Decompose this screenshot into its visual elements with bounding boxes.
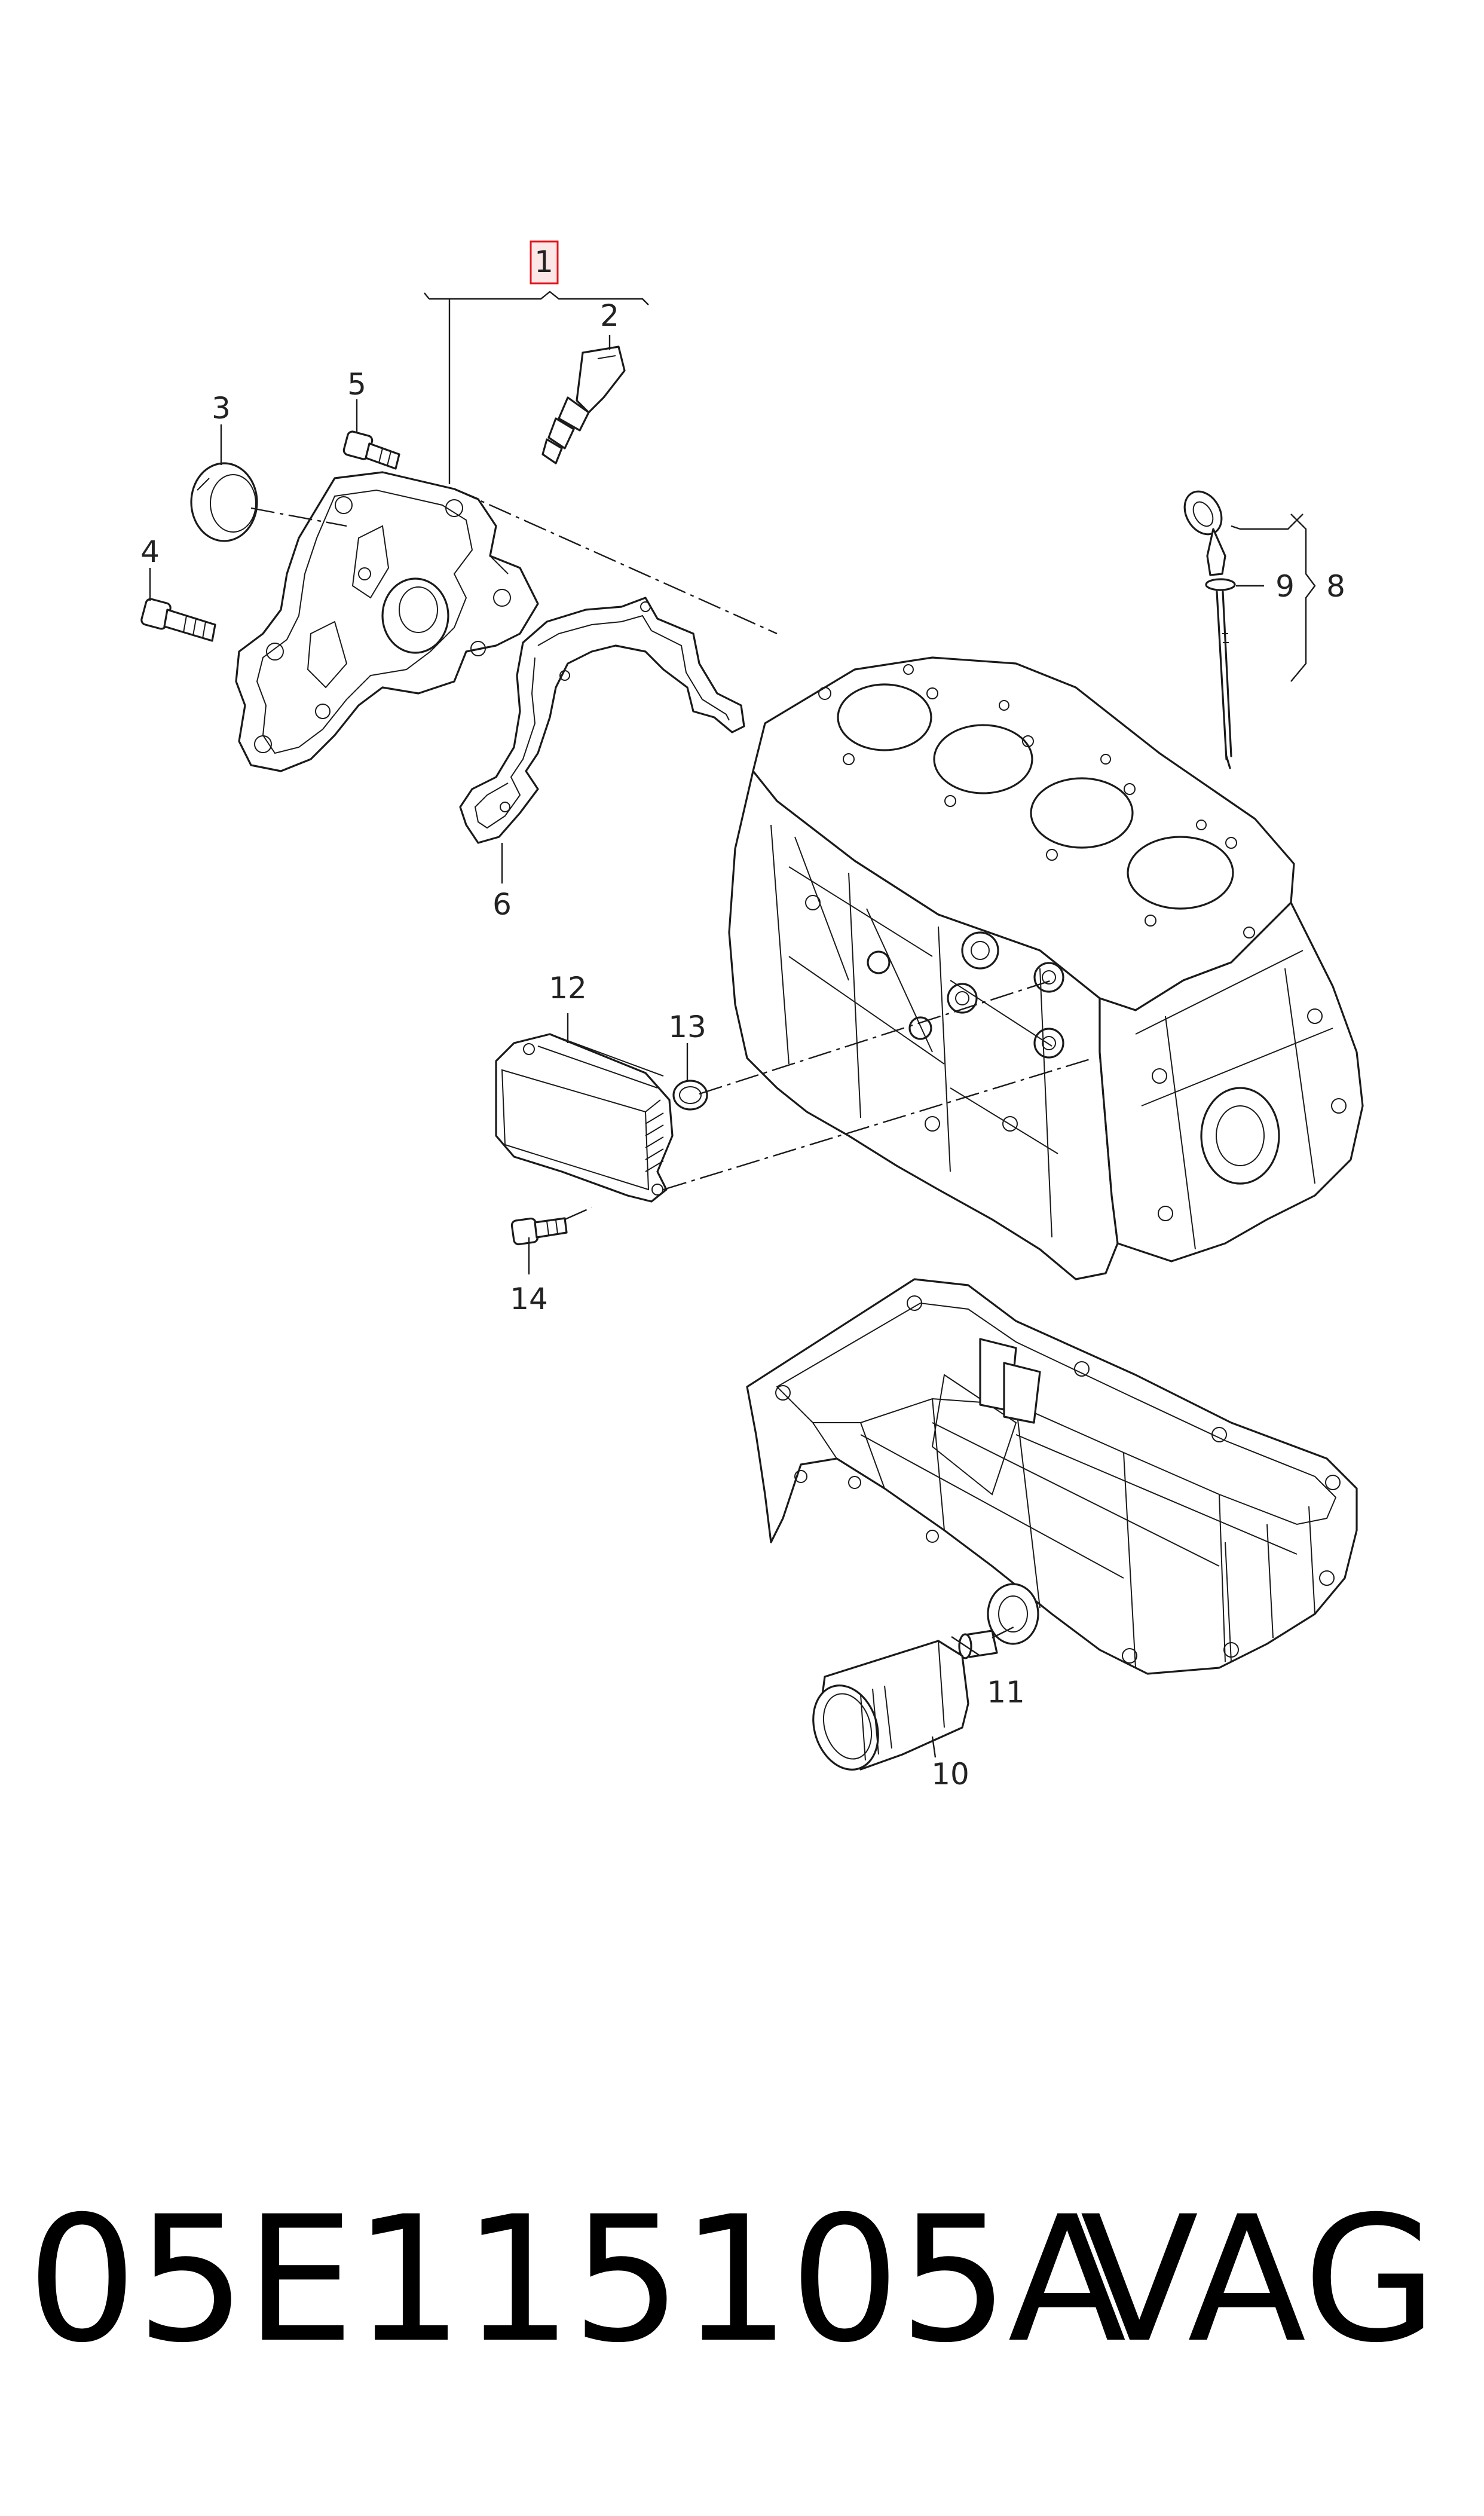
callout-2[interactable]: 2 (600, 298, 619, 333)
bolt-short (342, 430, 400, 470)
cooler-bolt (510, 1217, 568, 1246)
callout-14[interactable]: 14 (510, 1282, 548, 1316)
callout-1-highlight (530, 240, 559, 285)
part-number: 05E115105A (27, 2179, 1127, 2381)
callout-4[interactable]: 4 (140, 534, 160, 569)
engine-block (728, 656, 1364, 1280)
callout-labels: 1 2 3 4 5 6 8 9 10 11 12 13 14 (140, 244, 1345, 1792)
caption: 05E115105A VAG (27, 2179, 1473, 2382)
callout-8[interactable]: 8 (1326, 569, 1345, 604)
cooler-o-ring (672, 1080, 708, 1111)
callout-10[interactable]: 10 (931, 1757, 969, 1792)
brand-name: VAG (1080, 2179, 1437, 2381)
callout-leaders (149, 291, 1316, 1758)
callout-12[interactable]: 12 (549, 971, 587, 1005)
callout-3[interactable]: 3 (212, 391, 231, 426)
callout-1[interactable]: 1 (534, 244, 553, 279)
oil-filter (812, 1640, 969, 1771)
crankshaft-seal (190, 462, 258, 542)
assembly-lines (250, 488, 1094, 1639)
callout-5[interactable]: 5 (347, 367, 366, 402)
oil-dipstick (1183, 490, 1236, 769)
oil-pump-housing (235, 471, 539, 772)
callout-13[interactable]: 13 (668, 1010, 706, 1044)
oil-pan (746, 1278, 1358, 1675)
bolt-long (140, 598, 216, 642)
oil-cooler (495, 1033, 674, 1203)
callout-6[interactable]: 6 (492, 887, 512, 922)
callout-11[interactable]: 11 (987, 1675, 1025, 1710)
oil-pressure-sensor (541, 346, 626, 464)
housing-gasket (459, 597, 745, 844)
callout-9[interactable]: 9 (1275, 569, 1295, 604)
